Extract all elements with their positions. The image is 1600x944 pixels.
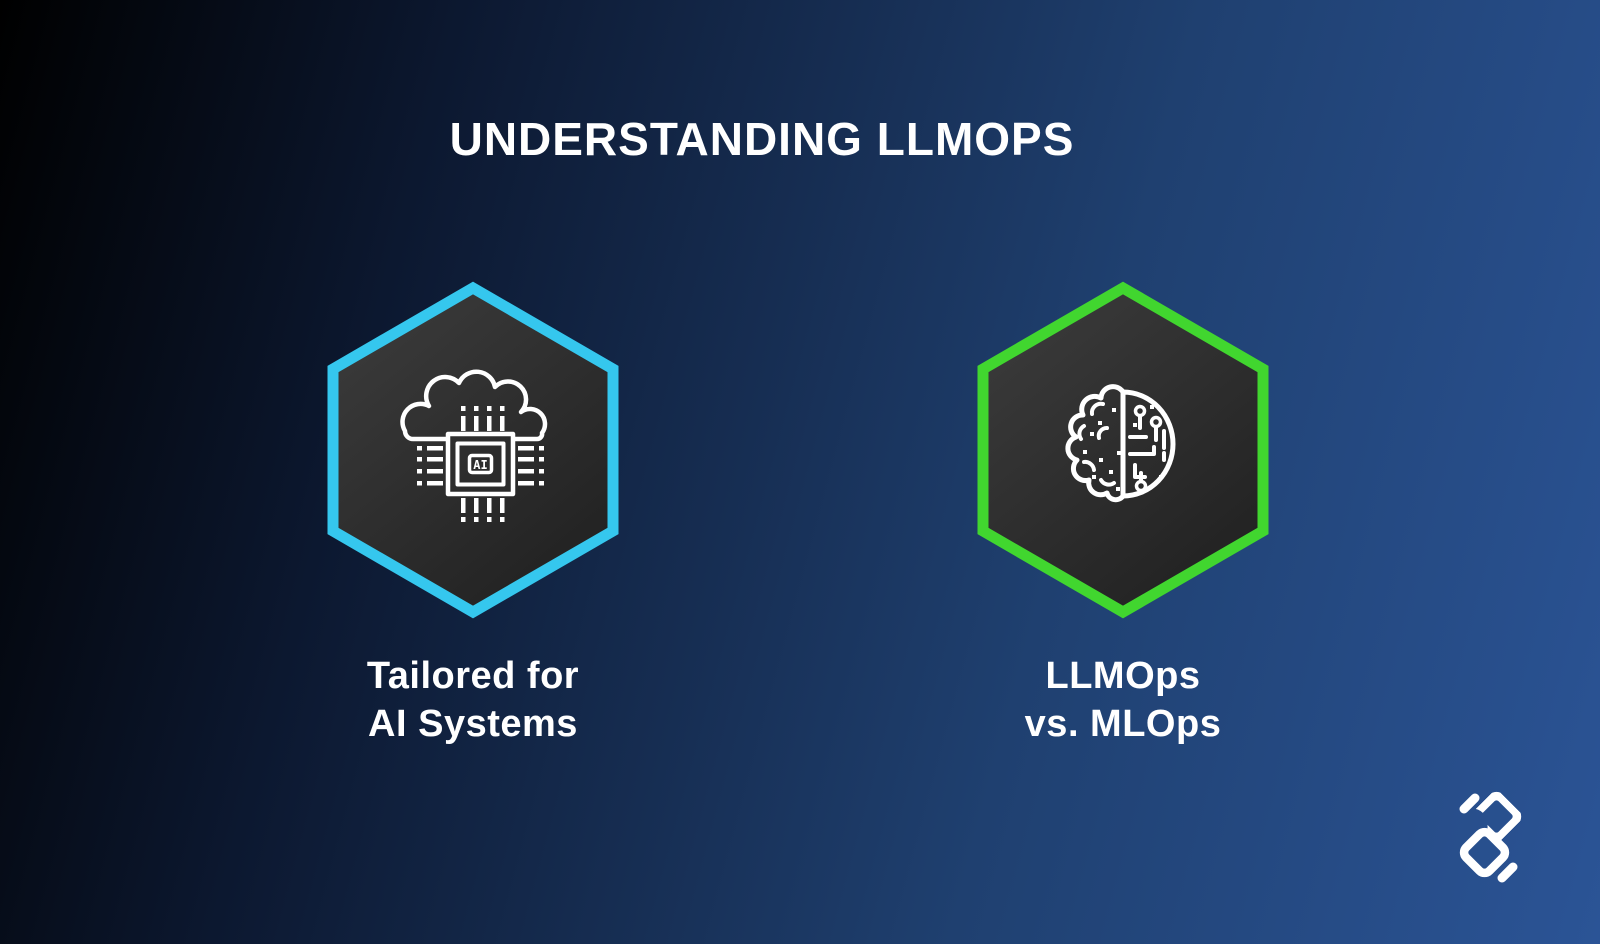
cloud-outline: [400, 369, 548, 442]
logo-stub-top: [1459, 793, 1480, 814]
chip-right-pins: [518, 446, 544, 486]
interlocked-diamonds-logo: [1459, 791, 1522, 883]
chip-top-pins: [461, 406, 505, 431]
circuit-dots: [1133, 405, 1163, 479]
card-label-line1: LLMOps: [1045, 655, 1201, 697]
circuit-traces: [1128, 404, 1166, 493]
card-label-line2: AI Systems: [368, 703, 578, 745]
hexagon-cyan: [327, 281, 619, 619]
brain-right-hemisphere: [1120, 389, 1176, 499]
logo-diamond-bottom: [1459, 827, 1510, 878]
chip-ai-box: [467, 453, 494, 475]
cloud-ai-chip-icon: AI: [400, 369, 548, 522]
logo-stub-bottom: [1497, 862, 1518, 883]
card-label-line1: Tailored for: [366, 655, 580, 697]
card-label: LLMOps vs. MLOps: [973, 652, 1273, 748]
page-title: UNDERSTANDING LLMOPS: [449, 113, 1075, 165]
brain-circuit-icon: [1065, 384, 1176, 503]
card-label: Tailored for AI Systems: [323, 652, 623, 748]
chip-inner-square: [455, 441, 506, 487]
chip-outer-square: [445, 431, 516, 497]
brain-curls: [1077, 401, 1116, 487]
card-tailored-for-ai-systems: AI Tailored for AI Systems: [323, 280, 623, 760]
brain-dots: [1083, 408, 1121, 491]
chip-ai-label: AI: [473, 458, 487, 472]
card-llmops-vs-mlops: LLMOps vs. MLOps: [973, 280, 1273, 760]
chip-bottom-pins: [461, 498, 505, 522]
hexagon-border-cyan: [327, 281, 619, 619]
brain-left-hemisphere: [1065, 384, 1126, 503]
card-label-line2: vs. MLOps: [1024, 703, 1222, 745]
chip-left-pins: [417, 446, 443, 486]
